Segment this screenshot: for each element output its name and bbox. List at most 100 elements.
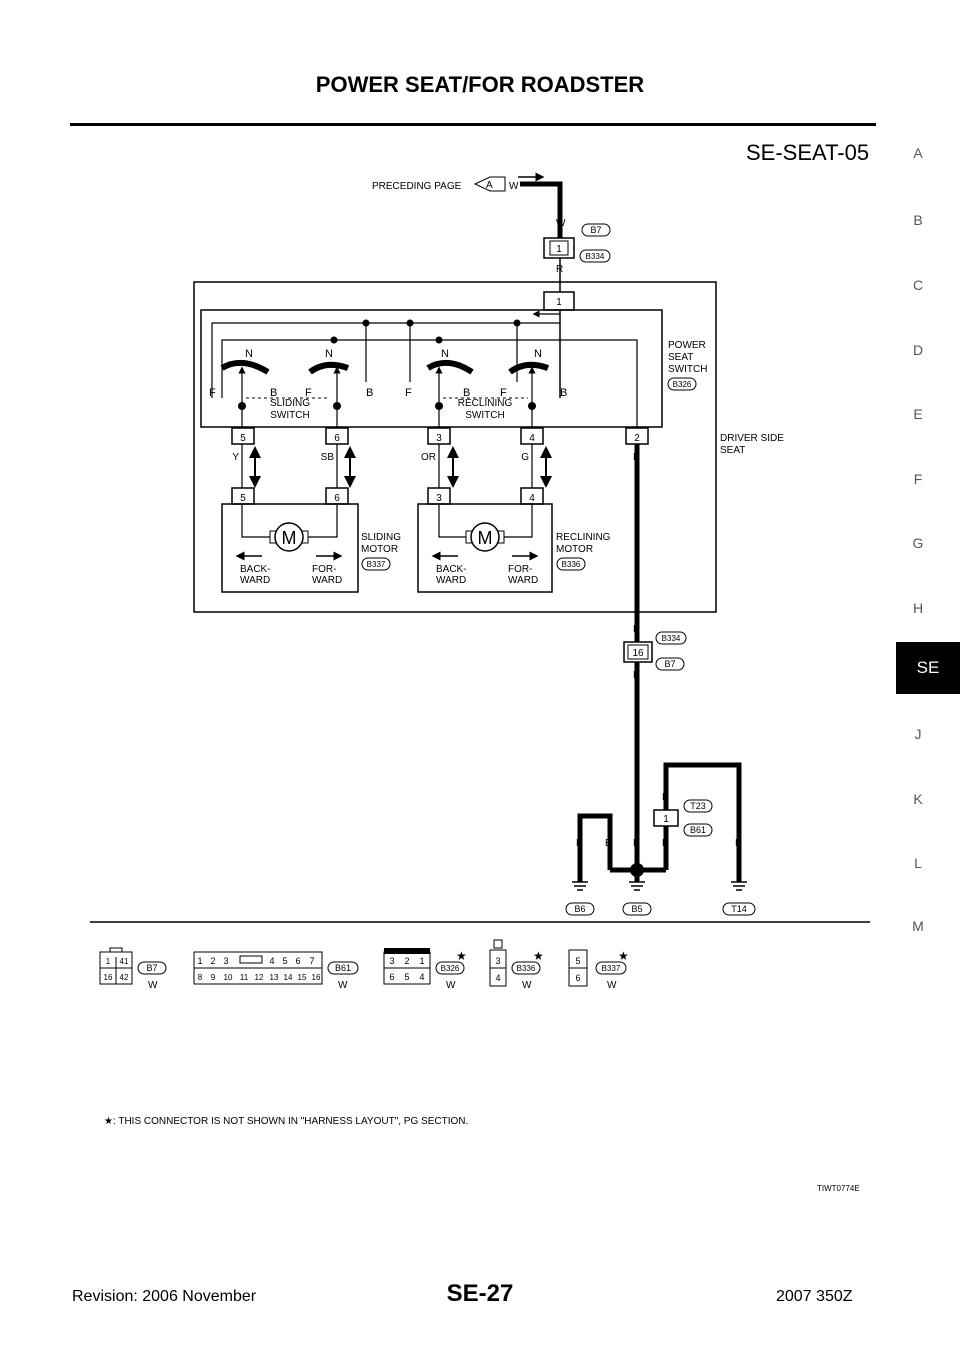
- reclining-switch-label-2: SWITCH: [465, 410, 504, 421]
- forward-label-2: WARD: [312, 575, 342, 586]
- header-divider: [70, 123, 876, 126]
- connector-tag-b334: [579, 249, 611, 263]
- section-tab-se-active[interactable]: SE: [896, 642, 960, 694]
- legend-tag-b326-label: B326: [441, 964, 460, 973]
- section-tab-j[interactable]: J: [914, 726, 922, 742]
- motor-wire: [438, 504, 466, 538]
- connector-tag-t23: [683, 799, 713, 813]
- legend-b61-pin: 8: [198, 973, 203, 982]
- forward-label-2: WARD: [508, 575, 538, 586]
- reclining-motor-outline: [417, 503, 553, 593]
- section-tab-f[interactable]: F: [913, 471, 923, 487]
- legend-b336-pin: 4: [495, 973, 500, 983]
- section-tab-a[interactable]: A: [913, 145, 923, 161]
- wire-color-or: OR: [421, 452, 436, 463]
- reclining-motor-label-1: RECLINING: [556, 532, 611, 543]
- switch-label-b: B: [463, 387, 470, 399]
- connector-tag-b336: [556, 557, 586, 571]
- legend-tag-b61-label: B61: [335, 963, 351, 973]
- legend-b61-pin: 6: [295, 956, 300, 966]
- legend-b61-pin: 15: [298, 973, 307, 982]
- legend-color-w: W: [148, 980, 158, 991]
- connector-tag-b61: [683, 823, 713, 837]
- legend-connector-b61: [193, 951, 323, 985]
- reclining-motor-symbol: [470, 522, 500, 552]
- preceding-page-ref: A: [486, 180, 493, 191]
- connector-tag-b7-label: B7: [590, 225, 601, 235]
- wire-color-b: B: [576, 838, 583, 849]
- section-tab-l[interactable]: L: [914, 855, 922, 871]
- legend-b7-pin: 16: [104, 973, 113, 982]
- switch-label-f: F: [405, 387, 412, 399]
- ground-tag-b5-label: B5: [631, 904, 642, 914]
- footer-revision: Revision: 2006 November: [72, 1288, 257, 1305]
- legend-b326-pin: 4: [419, 972, 424, 982]
- legend-b336-star: ★: [533, 949, 544, 963]
- legend-b61-pin: 10: [224, 973, 233, 982]
- wire-color-b: B: [662, 792, 669, 803]
- pin-5-label: 5: [240, 433, 246, 444]
- wire-color-g: G: [521, 452, 529, 463]
- switch-label-f: F: [500, 387, 507, 399]
- legend-tag-b326: [435, 961, 465, 975]
- section-tab-d[interactable]: D: [912, 342, 924, 358]
- legend-b326-pin: 6: [389, 972, 394, 982]
- section-tab-b[interactable]: B: [913, 212, 923, 228]
- ground-symbol-t14: [731, 881, 747, 891]
- diagram-id: SE-SEAT-05: [746, 140, 870, 165]
- ground-tag-t14-label: T14: [731, 904, 747, 914]
- legend-b61-pin: 3: [223, 956, 228, 966]
- ground-bus: [221, 339, 638, 428]
- pin-1-label: 1: [556, 244, 562, 255]
- legend-b61-pin: 7: [309, 956, 314, 966]
- legend-b61-pin: 9: [211, 973, 216, 982]
- legend-b336-pin: 3: [495, 956, 500, 966]
- section-tab-m[interactable]: M: [912, 918, 924, 934]
- ground-symbol-b5: [629, 881, 645, 891]
- connector-tag-t23-label: T23: [690, 801, 706, 811]
- wire-b-to-t14: [663, 762, 742, 882]
- junction-dot: [330, 336, 338, 344]
- switch-label-b: B: [270, 387, 277, 399]
- switch-label-n: N: [441, 348, 449, 360]
- pin-6-label: 6: [334, 493, 340, 504]
- legend-tag-b7-label: B7: [146, 963, 157, 973]
- page-title: POWER SEAT/FOR ROADSTER: [315, 72, 645, 97]
- forward-label-1: FOR-: [312, 564, 336, 575]
- legend-b7-pin: 42: [120, 973, 129, 982]
- section-tab-h[interactable]: H: [912, 600, 924, 616]
- legend-tag-b337-label: B337: [602, 964, 621, 973]
- footnote: ★: THIS CONNECTOR IS NOT SHOWN IN "HARNE…: [104, 1116, 468, 1127]
- switch-label-b: B: [366, 387, 373, 399]
- footer-model: 2007 350Z: [776, 1288, 853, 1305]
- section-tab-e[interactable]: E: [913, 406, 923, 422]
- legend-b326-star: ★: [456, 949, 467, 963]
- backward-label-2: WARD: [240, 575, 270, 586]
- legend-color-w: W: [338, 980, 348, 991]
- reclining-switch-label-1: RECLINING: [458, 398, 513, 409]
- backward-label-2: WARD: [436, 575, 466, 586]
- sliding-switch-label-2: SWITCH: [270, 410, 309, 421]
- wire-color-b: B: [633, 624, 640, 635]
- common-bus: [211, 322, 560, 398]
- section-tab-k[interactable]: K: [913, 791, 923, 807]
- junction-dot: [435, 336, 443, 344]
- wire-color-b: B: [662, 838, 669, 849]
- connector-t23-b61-pin1: [653, 809, 679, 827]
- legend-b326-pin: 1: [419, 956, 424, 966]
- reclining-motor-label-2: MOTOR: [556, 544, 593, 555]
- footnote-star: ★: [104, 1116, 113, 1127]
- section-tab-g[interactable]: G: [912, 535, 924, 551]
- legend-color-w: W: [522, 980, 532, 991]
- pin-1-label-b326: 1: [556, 297, 562, 308]
- sliding-switch-arm-backward: [220, 359, 270, 375]
- legend-tag-b61: [327, 961, 359, 975]
- section-tab-c[interactable]: C: [912, 277, 924, 293]
- motor-wire: [241, 504, 270, 538]
- switch-label-n: N: [245, 348, 253, 360]
- reclining-switch-arm-backward: [426, 359, 474, 375]
- motor-m-label: M: [478, 528, 493, 548]
- backward-label-1: BACK-: [240, 564, 271, 575]
- driver-side-seat-label-2: SEAT: [720, 445, 745, 456]
- legend-b61-pin: 11: [240, 973, 249, 982]
